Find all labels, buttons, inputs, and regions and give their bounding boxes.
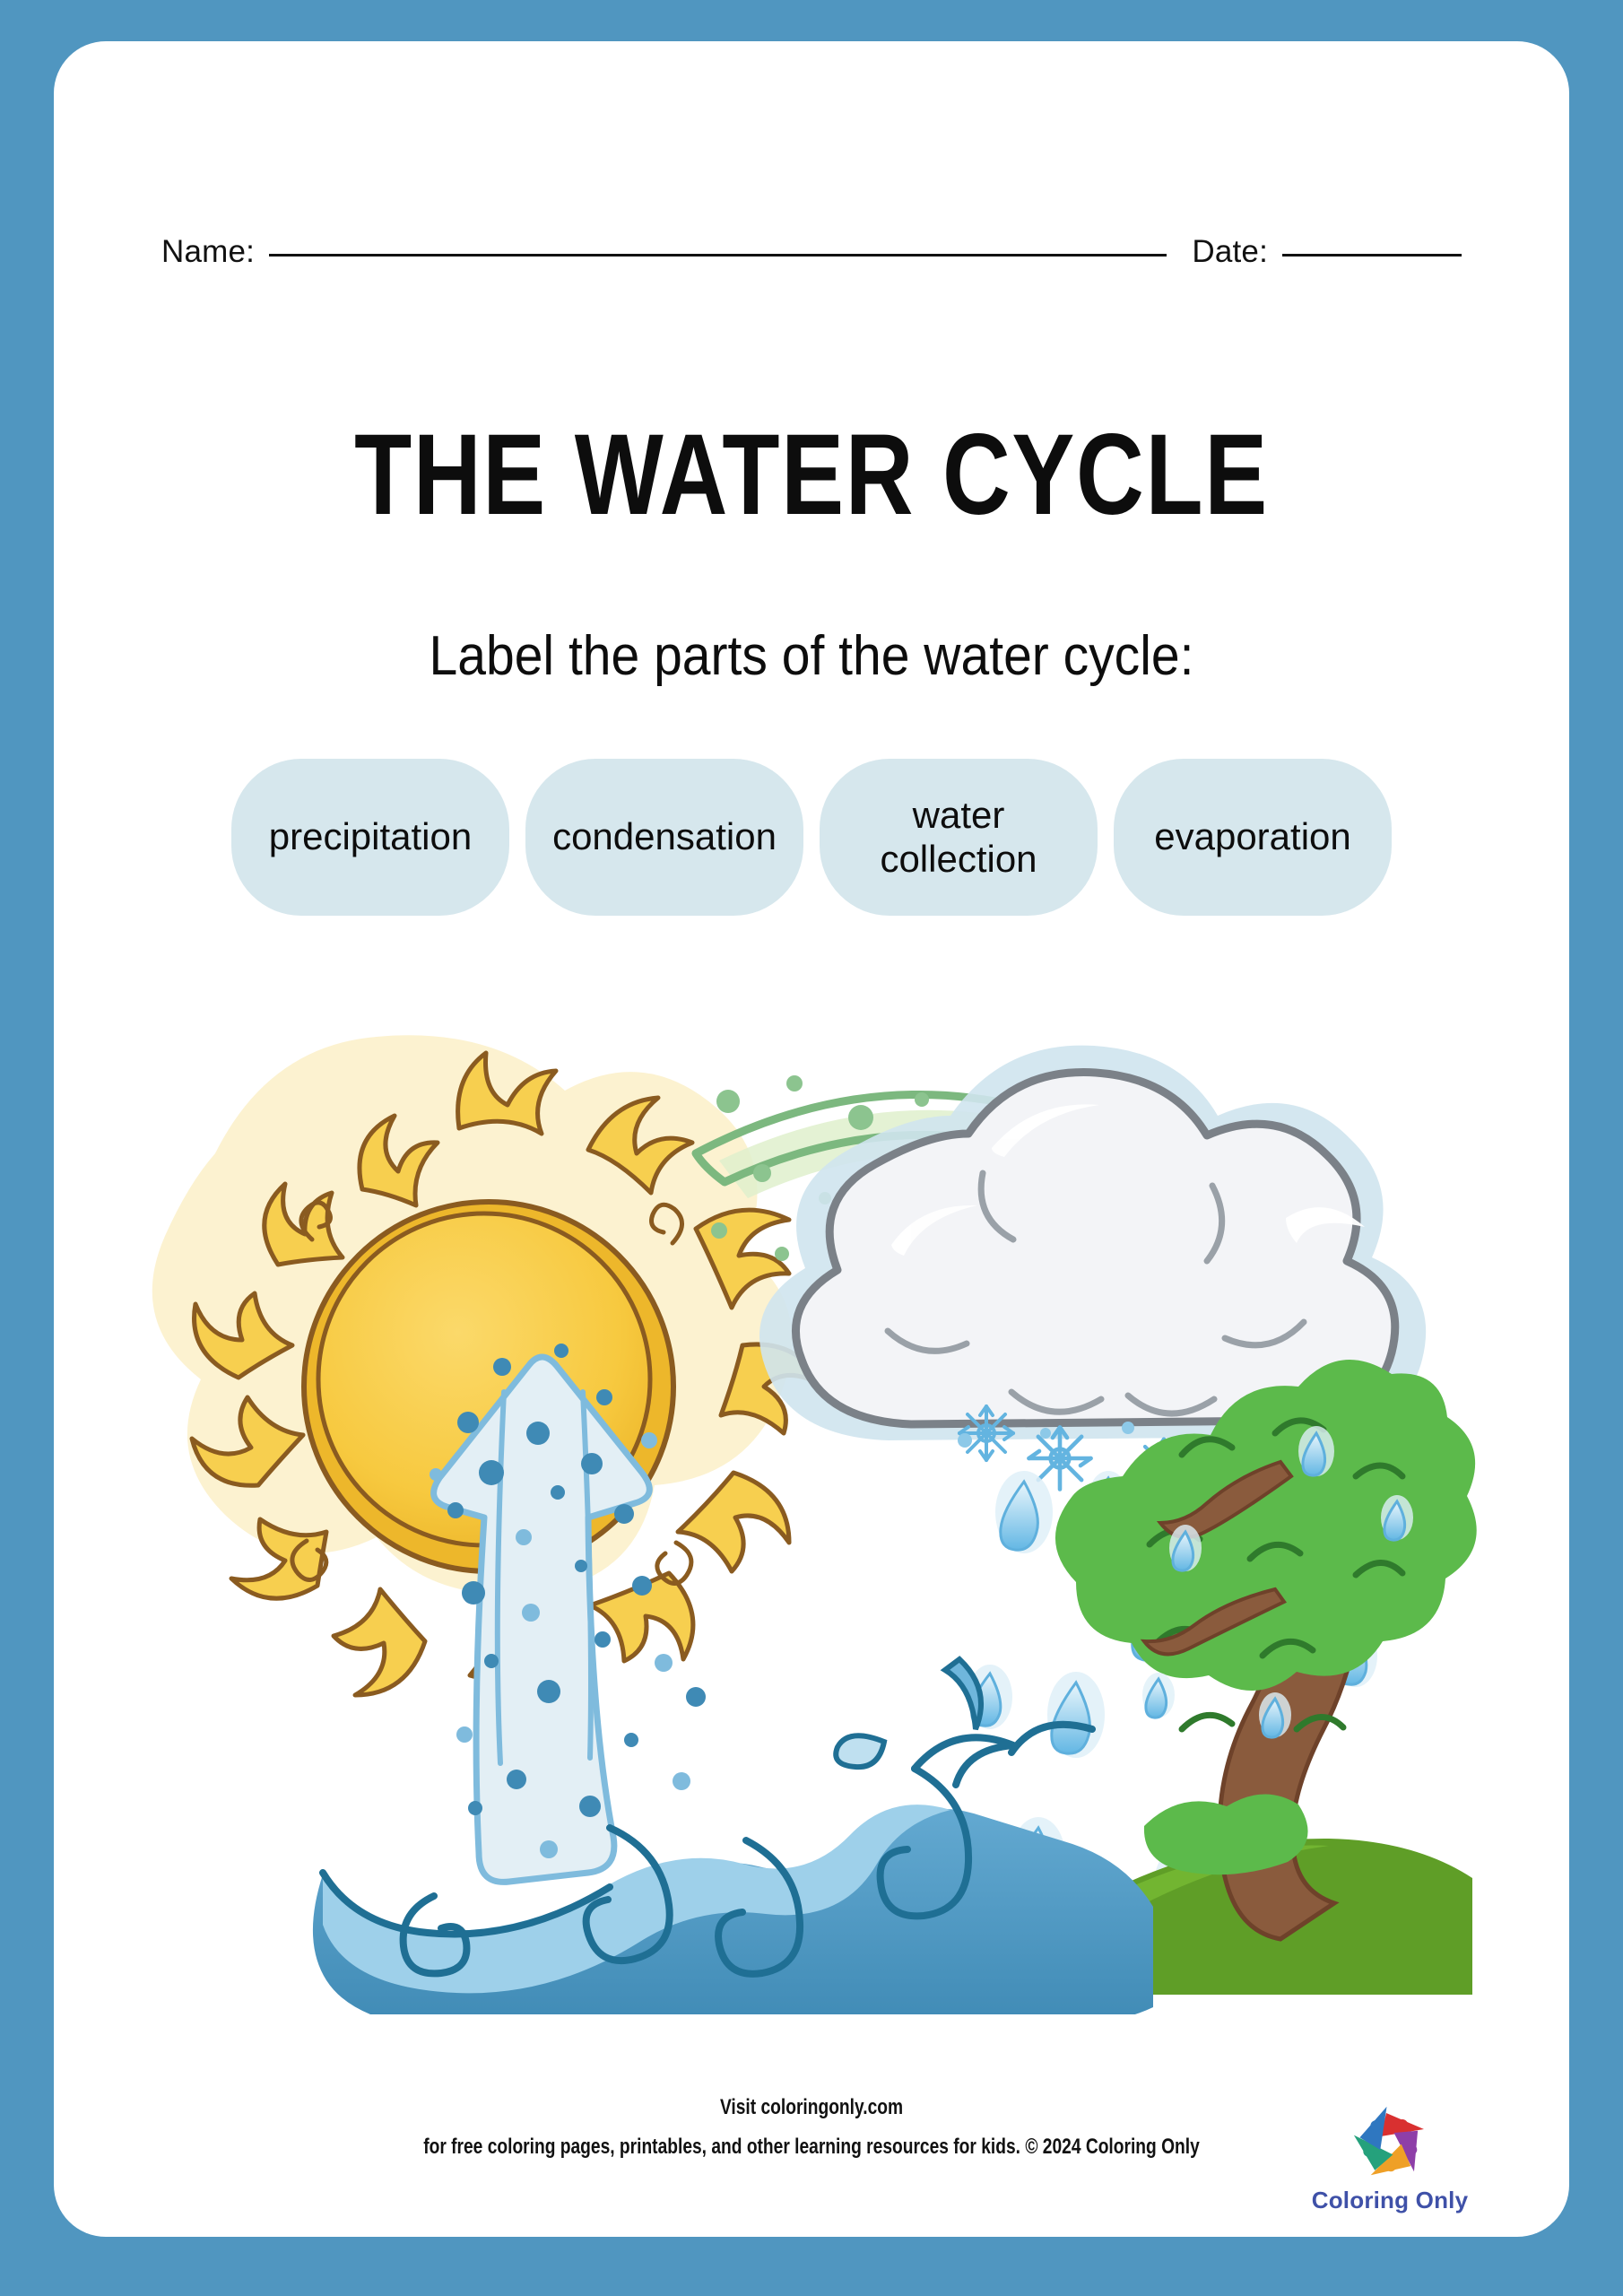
- word-bank-item-precipitation[interactable]: precipitation: [231, 759, 509, 916]
- tree-and-hill-icon: [1006, 1359, 1477, 1995]
- date-input-line[interactable]: [1282, 253, 1462, 257]
- date-label: Date:: [1192, 234, 1268, 269]
- word-bank-item-water-collection[interactable]: water collection: [820, 759, 1098, 916]
- footer: Visit coloringonly.com for free coloring…: [54, 2095, 1569, 2160]
- footer-description: for free coloring pages, printables, and…: [205, 2135, 1418, 2160]
- name-input-line[interactable]: [269, 253, 1167, 257]
- page-title: THE WATER CYCLE: [354, 411, 1269, 539]
- name-date-row: Name: Date:: [161, 234, 1462, 270]
- word-bank: precipitation condensation water collect…: [148, 759, 1475, 916]
- worksheet-page: Name: Date: THE WATER CYCLE Label the pa…: [54, 41, 1569, 2237]
- logo-text: Coloring Only: [1311, 2187, 1469, 2213]
- cloud-icon: [759, 1045, 1427, 1440]
- footer-copyright: © 2024 Coloring Only: [1025, 2135, 1200, 2159]
- water-collection-waves-icon: [313, 1656, 1153, 2014]
- footer-description-text: for free coloring pages, printables, and…: [423, 2135, 1020, 2159]
- footer-website: Visit coloringonly.com: [719, 2095, 904, 2119]
- word-bank-item-condensation[interactable]: condensation: [525, 759, 803, 916]
- water-cycle-illustration: [54, 974, 1569, 2014]
- pinwheel-people-icon: [1353, 2106, 1424, 2176]
- evaporation-arrow-icon: [430, 1344, 706, 1885]
- instruction-text: Label the parts of the water cycle:: [429, 625, 1194, 687]
- coloring-only-logo[interactable]: Coloring Only: [1305, 2104, 1475, 2214]
- word-bank-item-evaporation[interactable]: evaporation: [1114, 759, 1392, 916]
- name-label: Name:: [161, 234, 256, 269]
